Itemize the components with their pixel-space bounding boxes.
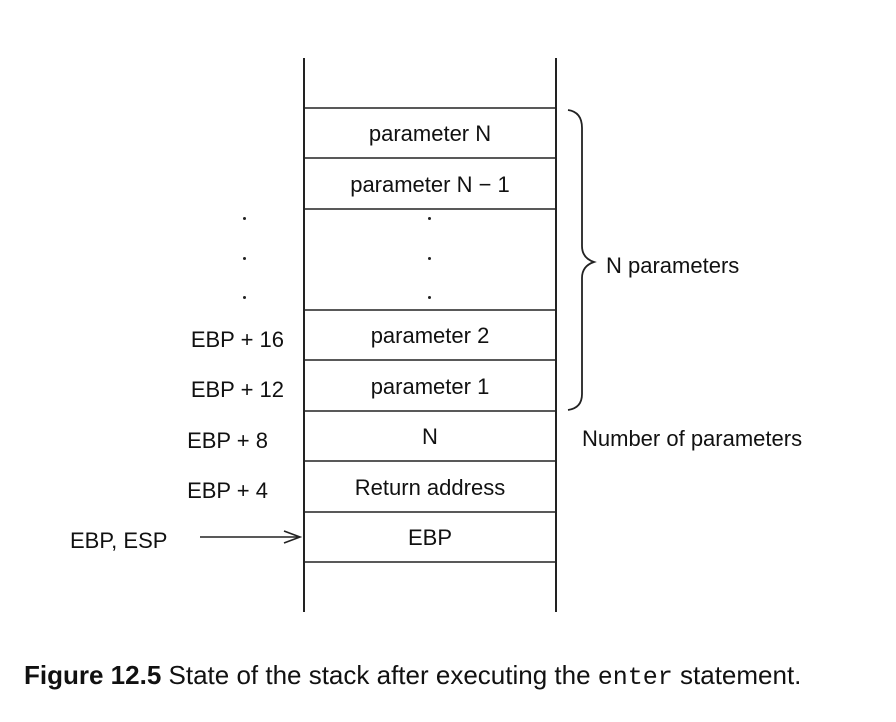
ellipsis-dot bbox=[428, 217, 431, 220]
figure-caption: Figure 12.5 State of the stack after exe… bbox=[24, 660, 801, 693]
ellipsis-dot bbox=[243, 217, 246, 220]
stack-cell-borders bbox=[304, 107, 556, 563]
stack-cell-parameter-1: parameter 1 bbox=[370, 374, 490, 399]
figure-caption-text-end: statement. bbox=[672, 660, 802, 690]
ebp-esp-arrow-head bbox=[283, 530, 303, 544]
stack-cell-parameter-2: parameter 2 bbox=[370, 323, 490, 348]
stack-cell-parameter-n: parameter N bbox=[368, 121, 492, 146]
figure-caption-label: Figure 12.5 bbox=[24, 660, 162, 690]
stack-cell-return-address: Return address bbox=[354, 475, 506, 500]
stack-cell-parameter-n-minus-1: parameter N − 1 bbox=[350, 172, 510, 197]
n-parameters-brace bbox=[567, 109, 597, 411]
ellipsis-dot bbox=[428, 296, 431, 299]
offset-label-ebp-8: EBP + 8 bbox=[187, 428, 268, 453]
ellipsis-dot bbox=[243, 257, 246, 260]
offset-label-ebp-4: EBP + 4 bbox=[187, 478, 268, 503]
ellipsis-dot bbox=[243, 296, 246, 299]
offset-label-ebp-16: EBP + 16 bbox=[190, 327, 284, 352]
stack-cell-ebp: EBP bbox=[407, 525, 453, 550]
figure-caption-text: State of the stack after executing the bbox=[161, 660, 598, 690]
pointer-label-ebp-esp: EBP, ESP bbox=[70, 528, 168, 553]
figure-caption-code: enter bbox=[597, 663, 673, 692]
stack-cell-n: N bbox=[422, 424, 438, 449]
offset-label-ebp-12: EBP + 12 bbox=[190, 377, 284, 402]
annotation-n-parameters: N parameters bbox=[606, 253, 740, 278]
annotation-number-of-parameters: Number of parameters bbox=[582, 426, 803, 451]
ellipsis-dot bbox=[428, 257, 431, 260]
